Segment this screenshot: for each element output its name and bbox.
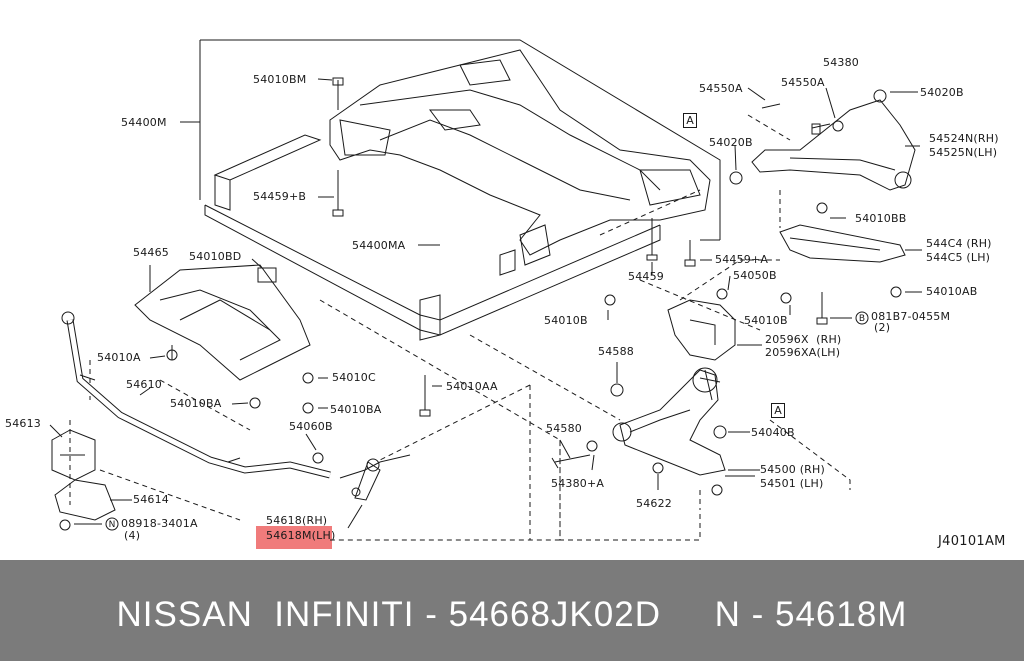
parts-diagram: B N A A 54010BM 54400M 54459+B 54400MA 5… [5, 39, 1006, 549]
label-54580: 54580 [546, 422, 582, 435]
label-54613: 54613 [5, 417, 41, 430]
label-544C4: 544C4 (RH) [926, 237, 992, 250]
circle-N-marker [105, 517, 119, 531]
bracket-54614 [54, 479, 116, 521]
highlighted-part-marker [256, 526, 332, 549]
label-54459A: 54459+A [715, 253, 769, 266]
label-081B7-qty: (2) [874, 321, 891, 334]
diagram-id: J40101AM [938, 534, 1006, 549]
label-54400M: 54400M [121, 116, 167, 129]
stabilizer-link [339, 454, 411, 479]
label-54525N: 54525N(LH) [929, 146, 998, 159]
label-54010C: 54010C [332, 371, 376, 384]
label-54501: 54501 (LH) [760, 477, 824, 490]
label-54618M-lh: 54618M(LH) [266, 529, 336, 542]
label-54400MA: 54400MA [352, 239, 406, 252]
circle-B-marker [855, 311, 869, 325]
label-081B7-0455M: 081B7-0455M [871, 310, 951, 323]
label-54010B-right: 54010B [744, 314, 788, 327]
label-08918-qty: (4) [124, 529, 141, 542]
bracket-20596X [667, 299, 736, 361]
label-54010BM: 54010BM [253, 73, 307, 86]
bolt-54459B [332, 170, 344, 217]
reference-marker-a-top: A [683, 113, 697, 128]
lower-link [779, 224, 906, 263]
footer-banner: NISSAN INFINITI - 54668JK02D N - 54618M [0, 560, 1024, 661]
label-08918-3401A: 08918-3401A [121, 517, 198, 530]
label-544C5: 544C5 (LH) [926, 251, 991, 264]
label-54060B: 54060B [289, 420, 333, 433]
label-54524N: 54524N(RH) [929, 132, 999, 145]
upper-link [751, 99, 916, 191]
label-54010A: 54010A [97, 351, 141, 364]
bolt-54010BM [332, 77, 344, 110]
label-54010AA: 54010AA [446, 380, 498, 393]
diagram-linework: B N [49, 39, 922, 541]
circle-B-letter: B [859, 314, 865, 324]
bolt-54010AA [419, 375, 431, 417]
label-54010BA-right: 54010BA [330, 403, 382, 416]
label-54050B: 54050B [733, 269, 777, 282]
label-54614: 54614 [133, 493, 169, 506]
dashed-group-line [319, 299, 561, 541]
crossmember [329, 49, 711, 256]
label-54622: 54622 [636, 497, 672, 510]
label-54550A-left: 54550A [699, 82, 743, 95]
label-20596XA: 20596XA(LH) [765, 346, 841, 359]
label-54010BA-left: 54010BA [170, 397, 222, 410]
label-54500: 54500 (RH) [760, 463, 825, 476]
lower-arm [619, 369, 726, 476]
label-54010BB: 54010BB [855, 212, 907, 225]
label-54588: 54588 [598, 345, 634, 358]
front-rail [204, 204, 661, 336]
label-54550A-right: 54550A [781, 76, 825, 89]
bushing-54613 [51, 429, 96, 481]
footer-part-numbers: NISSAN INFINITI - 54668JK02D N - 54618M [116, 595, 908, 634]
label-54020B-left: 54020B [709, 136, 753, 149]
label-54465: 54465 [133, 246, 169, 259]
label-20596X: 20596X (RH) [765, 333, 842, 346]
label-54459: 54459 [628, 270, 664, 283]
label-54010AB: 54010AB [926, 285, 978, 298]
label-54380A: 54380+A [551, 477, 605, 490]
circle-N-letter: N [109, 520, 116, 530]
subframe-54465 [134, 264, 311, 381]
label-54618-rh: 54618(RH) [266, 514, 328, 527]
reference-marker-a-bottom: A [771, 403, 785, 418]
label-54010B-left: 54010B [544, 314, 588, 327]
label-54020B-top: 54020B [920, 86, 964, 99]
label-54040B: 54040B [751, 426, 795, 439]
label-54459B: 54459+B [253, 190, 307, 203]
frame-outline [199, 39, 721, 240]
label-54610: 54610 [126, 378, 162, 391]
label-54010BD: 54010BD [189, 250, 242, 263]
label-54380-top: 54380 [823, 56, 859, 69]
